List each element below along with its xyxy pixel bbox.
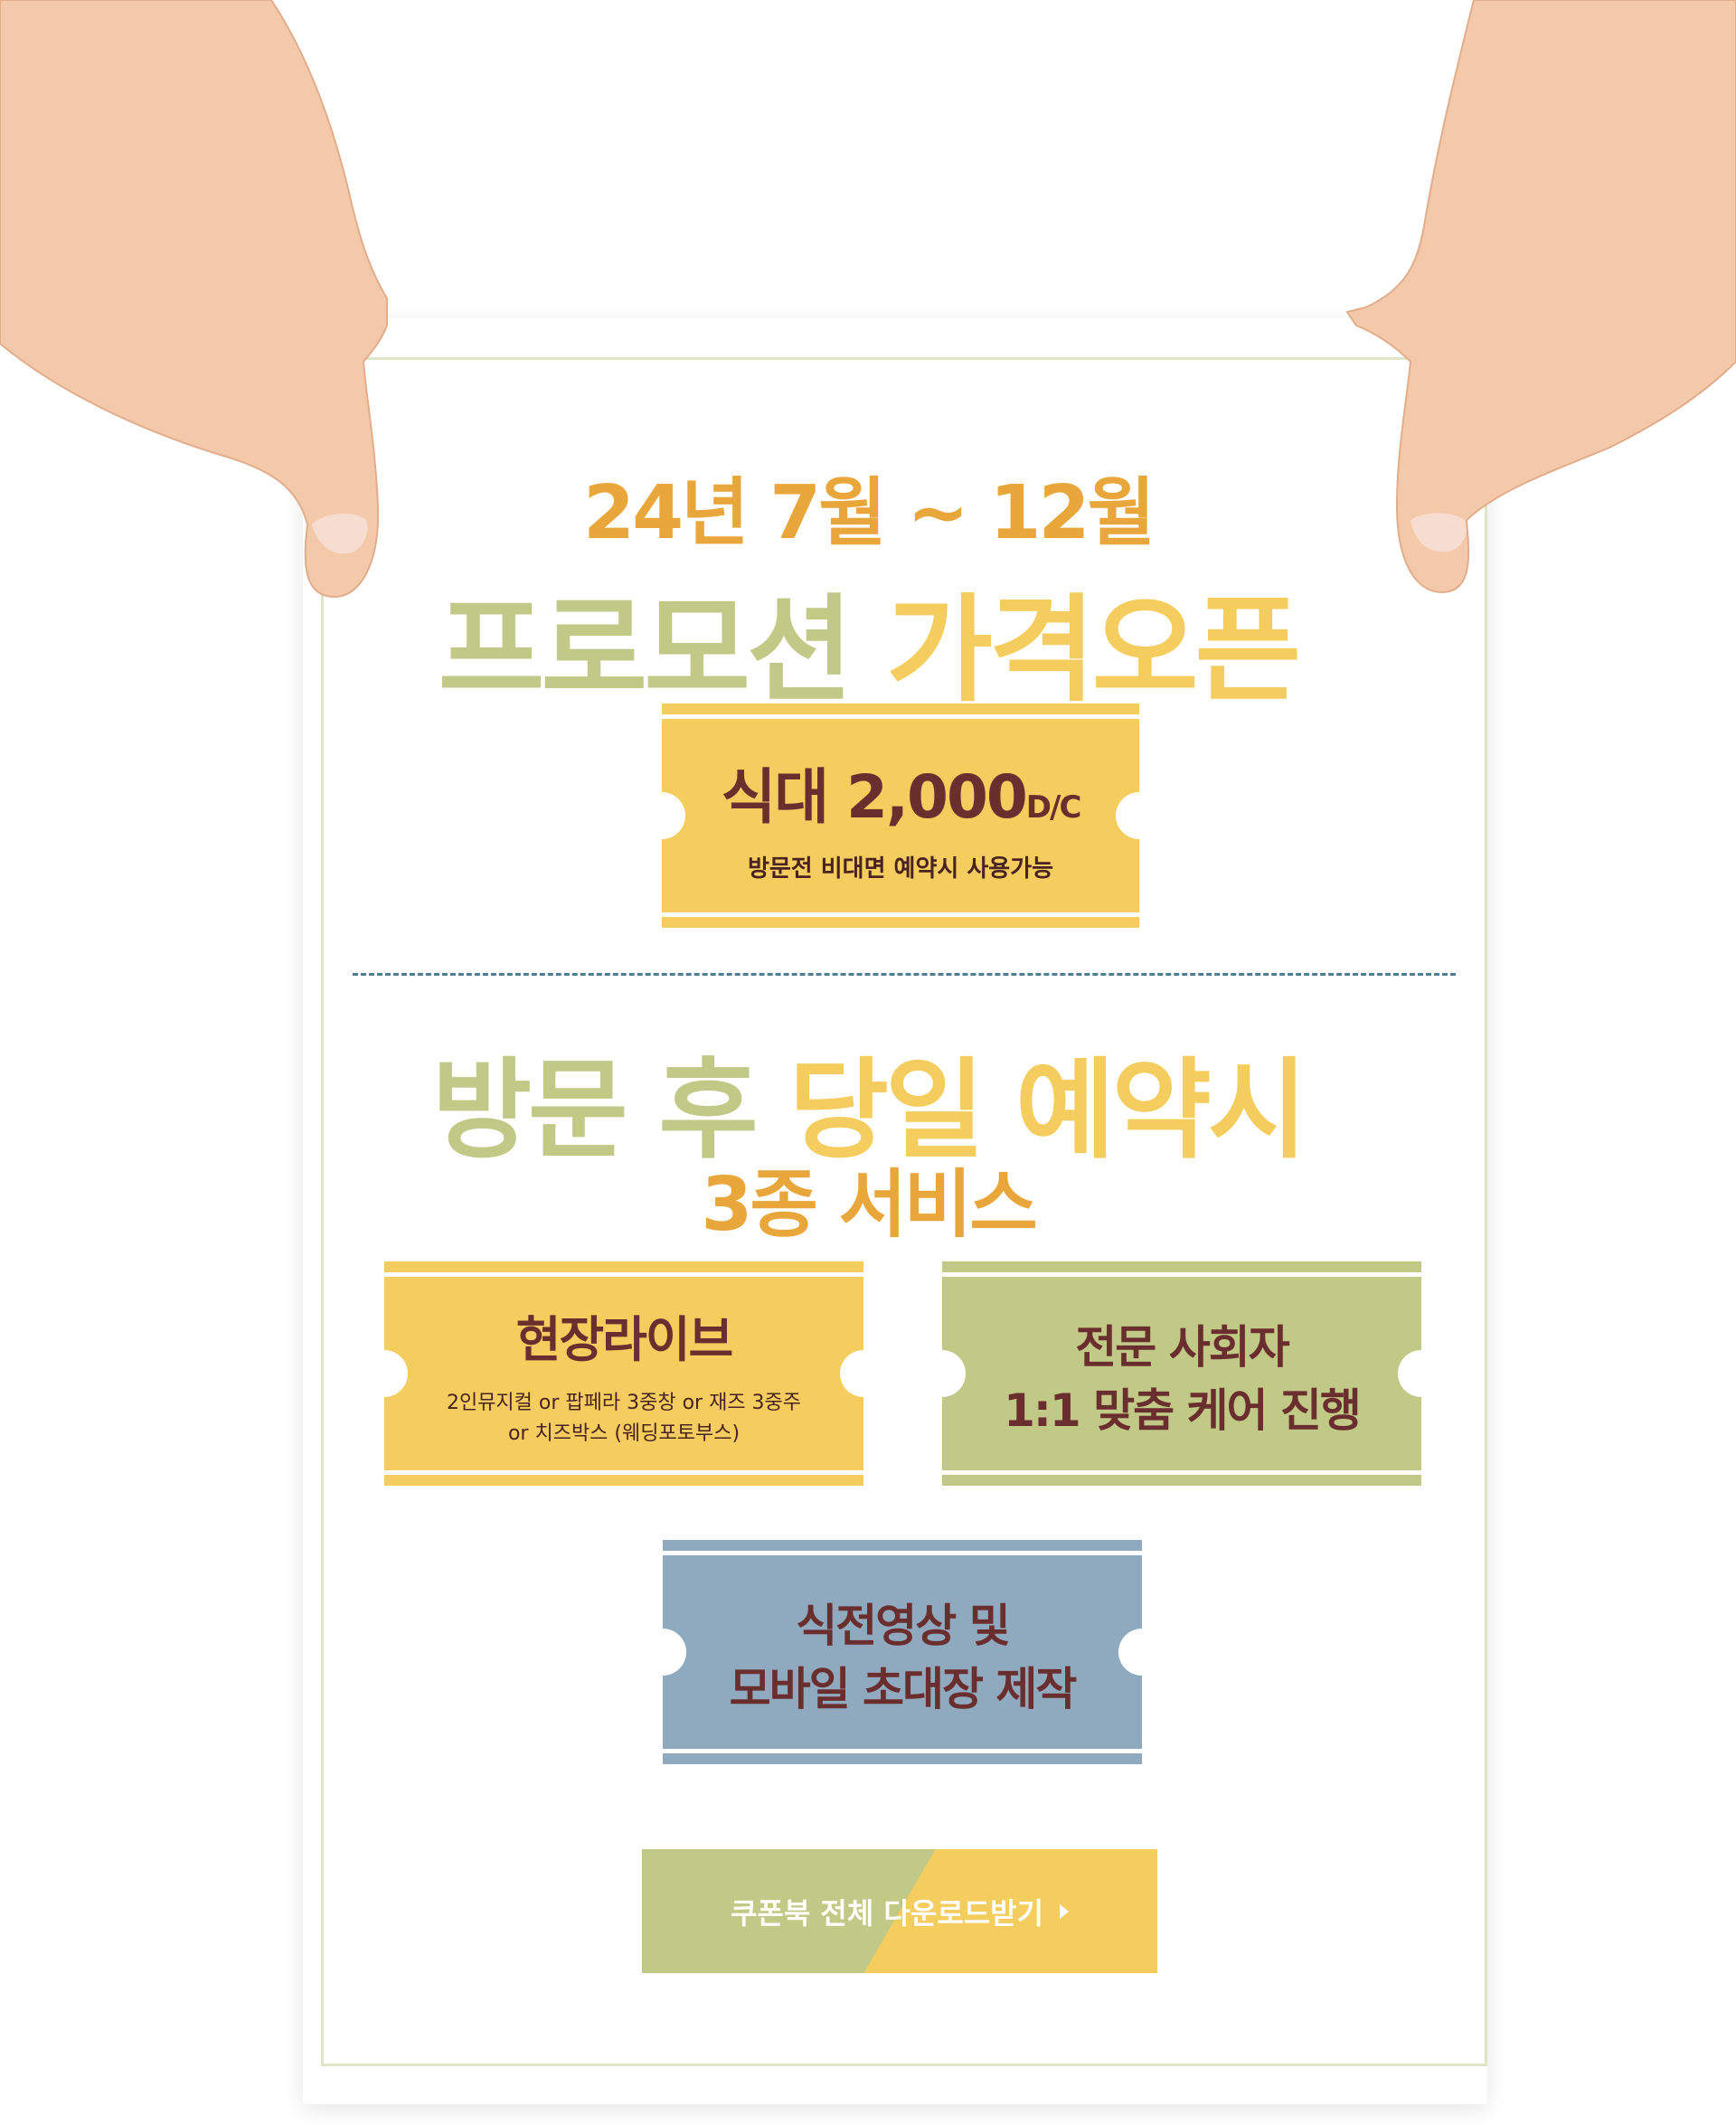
visit-headline-part2: 당일 예약시 — [788, 1048, 1307, 1174]
service-coupon-mc-line1: 전문 사회자 — [1075, 1321, 1289, 1374]
triangle-right-icon — [1060, 1903, 1070, 1919]
promo-headline-part2: 가격오픈 — [886, 583, 1301, 718]
coupon-book-download-button[interactable]: 쿠폰북 전체 다운로드받기 — [642, 1849, 1157, 1973]
visit-headline: 방문 후 당일 예약시 — [0, 1022, 1736, 1179]
service-coupon-video-line2: 모바일 초대장 제작 — [729, 1663, 1078, 1715]
service-coupon-live: 현장라이브 2인뮤지컬 or 팝페라 3중창 or 재즈 3중주 or 치즈박스… — [361, 1261, 887, 1486]
service-coupon-video-line1: 식전영상 및 — [796, 1600, 1010, 1652]
service-coupon-mc: 전문 사회자 1:1 맞춤 케어 진행 — [919, 1261, 1445, 1486]
meal-coupon-title: 식대 2,000D/C — [662, 749, 1139, 836]
service-coupon-live-line2: or 치즈박스 (웨딩포토부스) — [507, 1422, 741, 1445]
dashed-divider — [353, 973, 1456, 976]
meal-coupon-amount: 식대 2,000 — [721, 762, 1028, 832]
visit-subheadline: 3종 서비스 — [701, 1162, 1037, 1248]
poster-border — [321, 357, 1487, 2066]
service-coupon-live-title: 현장라이브 — [515, 1311, 733, 1368]
promo-headline-part1: 프로모션 — [438, 583, 854, 718]
service-coupon-video: 식전영상 및 모바일 초대장 제작 — [639, 1540, 1165, 1764]
visit-headline-part1: 방문 후 — [431, 1048, 759, 1174]
poster-paper — [303, 318, 1487, 2104]
meal-coupon-subtitle: 방문전 비대면 예약시 사용가능 — [747, 855, 1054, 883]
promo-period: 24년 7월 ~ 12월 — [583, 470, 1156, 556]
meal-coupon-dc: D/C — [1025, 789, 1082, 826]
meal-coupon: 식대 2,000D/C 방문전 비대면 예약시 사용가능 — [638, 704, 1163, 928]
service-coupon-mc-line2: 1:1 맞춤 케어 진행 — [1004, 1384, 1362, 1437]
coupon-book-download-label: 쿠폰북 전체 다운로드받기 — [730, 1895, 1044, 1931]
promo-headline: 프로모션 가격오픈 — [0, 556, 1736, 723]
service-coupon-live-line1: 2인뮤지컬 or 팝페라 3중창 or 재즈 3중주 — [446, 1392, 802, 1414]
